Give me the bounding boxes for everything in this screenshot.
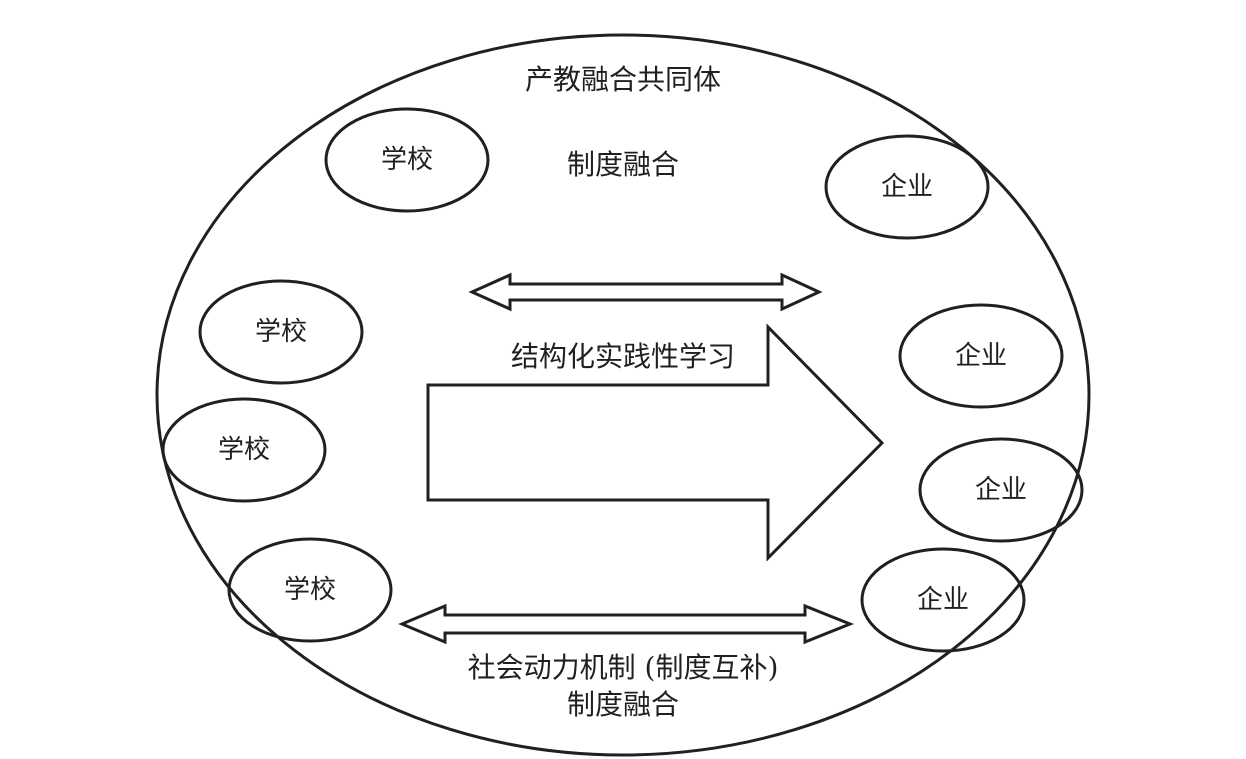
company-node-4 bbox=[860, 547, 1026, 653]
school-label-3: 学校 bbox=[217, 435, 271, 465]
community-boundary bbox=[155, 33, 1091, 757]
main-arrow bbox=[426, 323, 885, 562]
company-label-1: 企业 bbox=[880, 172, 934, 202]
school-label-1: 学校 bbox=[380, 145, 434, 175]
company-node-1 bbox=[824, 134, 990, 240]
bottom-double-arrow bbox=[398, 603, 855, 645]
bottom-fusion-label: 制度融合 bbox=[566, 688, 680, 721]
company-label-4: 企业 bbox=[916, 585, 970, 615]
bottom-mechanism-label: 社会动力机制 (制度互补) bbox=[467, 651, 779, 684]
company-node-3 bbox=[918, 437, 1084, 543]
school-label-2: 学校 bbox=[254, 317, 308, 347]
school-label-4: 学校 bbox=[283, 575, 337, 605]
school-node-1 bbox=[324, 107, 490, 213]
center-arrow-label: 结构化实践性学习 bbox=[510, 340, 736, 373]
company-node-2 bbox=[898, 303, 1064, 409]
company-label-3: 企业 bbox=[974, 475, 1028, 505]
company-label-2: 企业 bbox=[954, 341, 1008, 371]
top-fusion-label: 制度融合 bbox=[566, 148, 680, 181]
school-node-4 bbox=[227, 537, 393, 643]
school-node-3 bbox=[161, 397, 327, 503]
community-title: 产教融合共同体 bbox=[524, 63, 722, 96]
school-node-2 bbox=[198, 279, 364, 385]
top-double-arrow bbox=[468, 272, 823, 312]
